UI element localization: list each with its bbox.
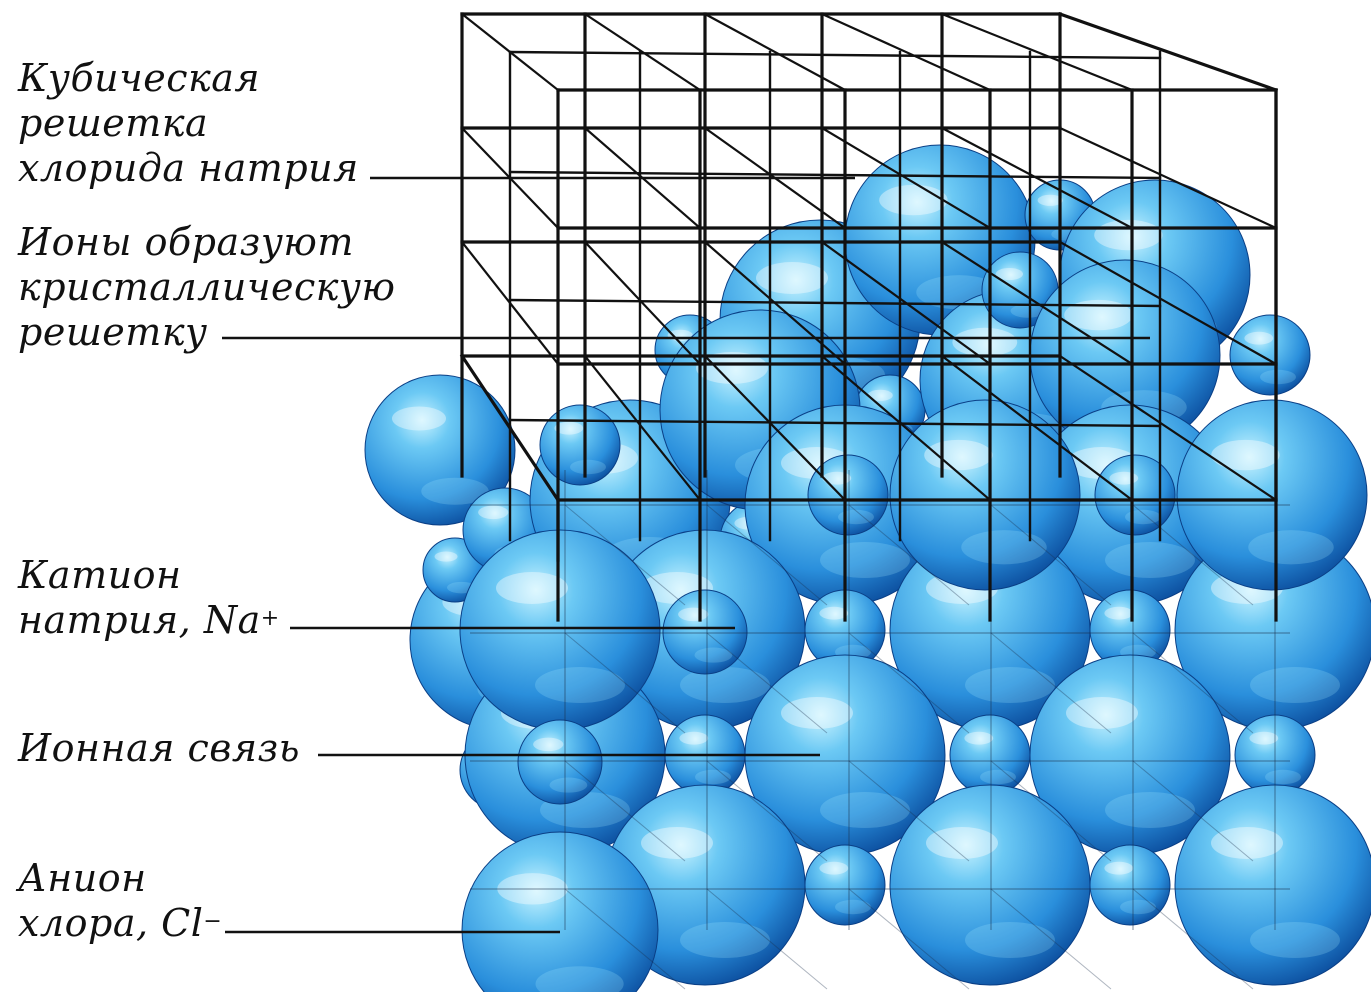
sodium-cation-front-bond (517, 719, 603, 805)
label-anion-charge: − (203, 909, 223, 934)
sodium-cation-back-13 (981, 251, 1059, 329)
chloride-anion-front-r3c5 (1174, 784, 1371, 986)
chloride-anion-front-r2c2 (744, 654, 946, 856)
sodium-cation-front-upper-2 (1094, 454, 1176, 536)
label-ions-form-lattice: Ионы образуют кристаллическую решетку (18, 220, 395, 355)
label-anion-formula: хлора, Cl (18, 901, 204, 945)
label-cation-line-1: Катион (18, 553, 182, 597)
label-ions-form-line-1: Ионы образуют (18, 220, 354, 264)
label-ions-form-line-3: решетку (18, 310, 208, 354)
label-cation-charge: + (260, 606, 280, 631)
sodium-cation-back-18 (539, 404, 621, 486)
sodium-cation-front-r3c2 (804, 844, 886, 926)
label-anion-line-2: хлора, Cl− (18, 901, 222, 946)
chloride-anion-front-r2c4 (1029, 654, 1231, 856)
label-anion-line-1: Анион (18, 856, 147, 900)
label-sodium-cation: Катион натрия, Na+ (18, 553, 280, 643)
sodium-cation-front-r2c5 (1234, 714, 1316, 796)
front-ion-layer (459, 399, 1371, 992)
chloride-anion-front-r3c3 (889, 784, 1091, 986)
label-cation-formula: натрия, Na (18, 598, 261, 642)
chloride-anion-front-r1c5 (1174, 529, 1371, 731)
sodium-cation-front-main (662, 589, 748, 675)
label-cubic-lattice: Кубическая решетка хлорида натрия (18, 56, 359, 191)
label-cation-line-2: натрия, Na+ (18, 598, 280, 643)
sodium-cation-front-r1c4 (1089, 589, 1171, 671)
chloride-anion-front-main (459, 529, 661, 731)
chloride-anion-front-upper-2 (1176, 399, 1368, 591)
chloride-anion-front-bottom (461, 831, 659, 992)
label-chlorine-anion: Анион хлора, Cl− (18, 856, 222, 946)
sodium-cation-front-r3c4 (1089, 844, 1171, 926)
inner-lattice-lines (470, 470, 1290, 990)
label-ionic-bond-text: Ионная связь (18, 726, 300, 770)
sodium-cation-front-upper (807, 454, 889, 536)
chloride-anion-back-0 (364, 374, 516, 526)
sodium-cation-front-r1c2 (804, 589, 886, 671)
label-ionic-bond: Ионная связь (18, 726, 300, 771)
label-cubic-lattice-line-2: решетка (18, 101, 209, 145)
label-cubic-lattice-line-1: Кубическая (18, 56, 261, 100)
label-ions-form-line-2: кристаллическую (18, 265, 396, 309)
label-cubic-lattice-line-3: хлорида натрия (18, 146, 359, 190)
leader-lines (222, 176, 1150, 934)
sodium-cation-back-16 (1229, 314, 1311, 396)
